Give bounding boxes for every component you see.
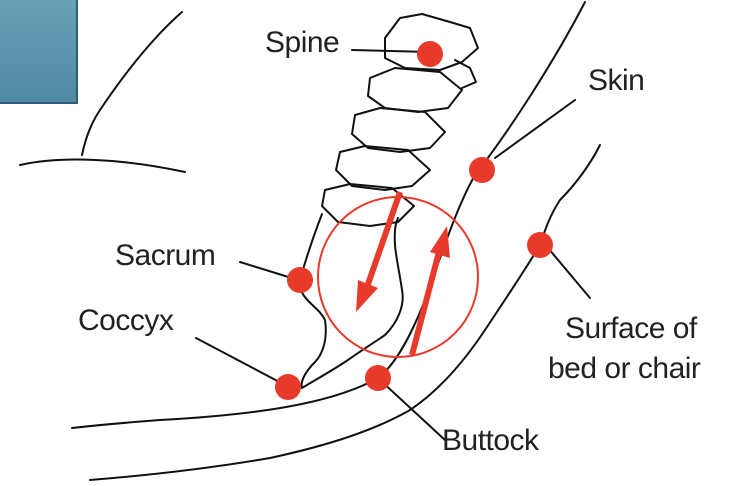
sacrum-bone [300, 214, 403, 388]
label-coccyx: Coccyx [78, 304, 174, 337]
label-skin: Skin [588, 64, 644, 97]
skin-contour [72, 2, 585, 428]
label-buttock: Buttock [442, 424, 540, 457]
skin-marker [469, 157, 495, 183]
label-sacrum: Sacrum [115, 239, 215, 272]
label-surface-line2: bed or chair [548, 352, 701, 385]
shoulder-outline [20, 160, 185, 172]
sacrum-marker [287, 267, 313, 293]
label-spine: Spine [265, 26, 339, 59]
upper-body-outline [82, 12, 182, 155]
coccyx-marker [275, 374, 301, 400]
spine-marker [417, 41, 443, 67]
surface-marker [527, 232, 553, 258]
label-surface-line1: Surface of [565, 312, 698, 345]
buttock-marker [365, 365, 391, 391]
